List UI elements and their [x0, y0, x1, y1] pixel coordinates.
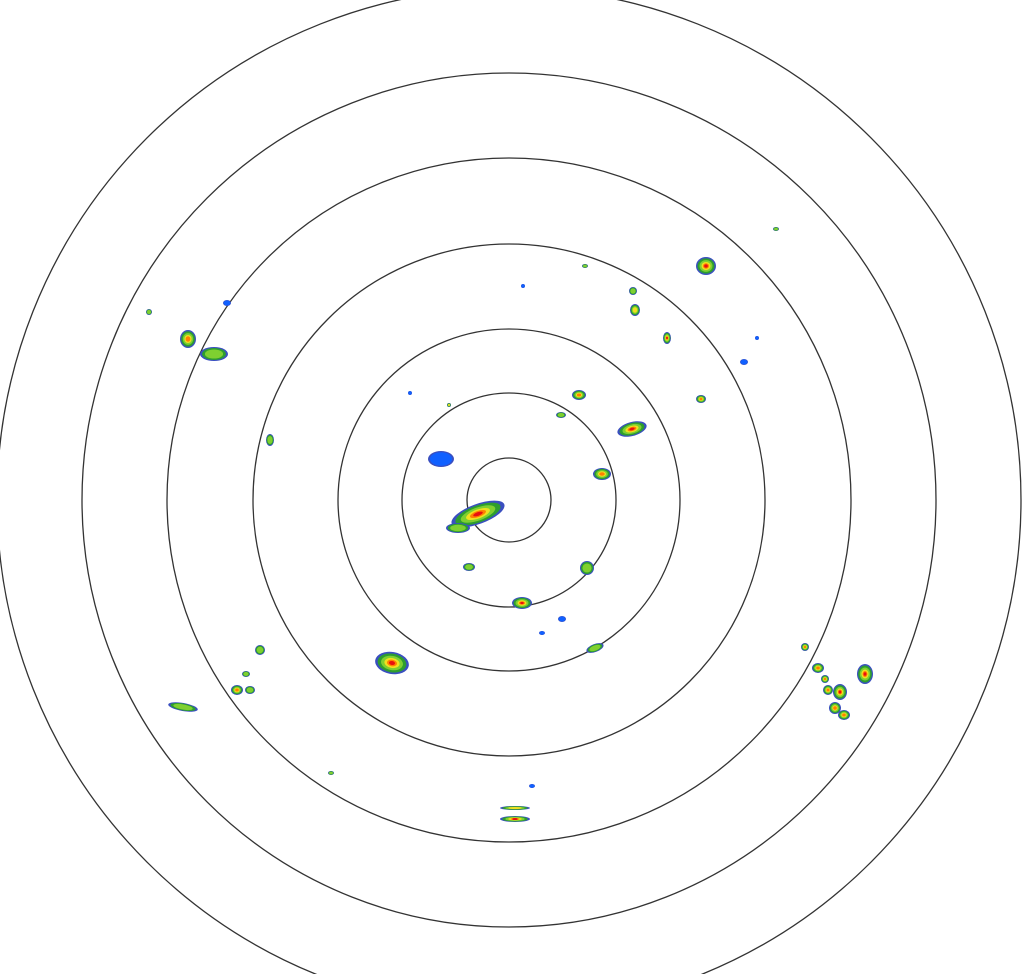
range-ring-6 — [81, 72, 937, 928]
echo-cell — [428, 451, 454, 467]
echo-cell — [696, 257, 716, 275]
echo-cell — [231, 685, 243, 695]
range-ring-3 — [337, 328, 681, 672]
echo-cell — [833, 684, 847, 700]
echo-cell — [512, 597, 532, 609]
echo-cell — [146, 309, 152, 315]
echo-cell — [821, 675, 829, 683]
echo-cell — [593, 468, 611, 480]
echo-cell — [446, 523, 470, 533]
echo-cell — [463, 563, 475, 571]
echo-cell — [200, 347, 228, 361]
echo-cell — [823, 685, 833, 695]
echo-cell — [629, 287, 637, 295]
echo-cell — [539, 631, 545, 635]
echo-cell — [180, 330, 196, 348]
echo-cell — [245, 686, 255, 694]
echo-cell — [447, 403, 451, 407]
echo-cell — [857, 664, 873, 684]
echo-cell — [266, 434, 274, 446]
echo-cell — [812, 663, 824, 673]
echo-cell — [582, 264, 588, 268]
echo-cell — [755, 336, 759, 340]
echo-cell — [375, 651, 409, 675]
echo-cell — [838, 710, 850, 720]
echo-cell — [451, 500, 505, 528]
range-ring-4 — [252, 243, 766, 757]
precipitation-echoes — [146, 227, 873, 822]
echo-cell — [773, 227, 779, 231]
echo-cell — [328, 771, 334, 775]
echo-cell — [630, 304, 640, 316]
echo-cell — [617, 421, 647, 437]
echo-cell — [408, 391, 412, 395]
echo-cell — [580, 561, 594, 575]
echo-cell — [556, 412, 566, 418]
echo-cell — [801, 643, 809, 651]
echo-cell — [255, 645, 265, 655]
echo-cell — [223, 300, 231, 306]
range-ring-2 — [401, 392, 617, 608]
echo-cell — [242, 671, 250, 677]
echo-cell — [168, 702, 198, 712]
echo-cell — [500, 816, 530, 822]
range-ring-5 — [166, 157, 852, 843]
range-ring-1 — [466, 457, 552, 543]
echo-cell — [521, 284, 525, 288]
echo-cell — [529, 784, 535, 788]
echo-cell — [740, 359, 748, 365]
echo-cell — [558, 616, 566, 622]
echo-cell — [663, 332, 671, 344]
echo-cell — [586, 643, 604, 653]
echo-cell — [829, 702, 841, 714]
echo-cell — [696, 395, 706, 403]
echo-cell — [572, 390, 586, 400]
echo-cell — [500, 806, 530, 810]
